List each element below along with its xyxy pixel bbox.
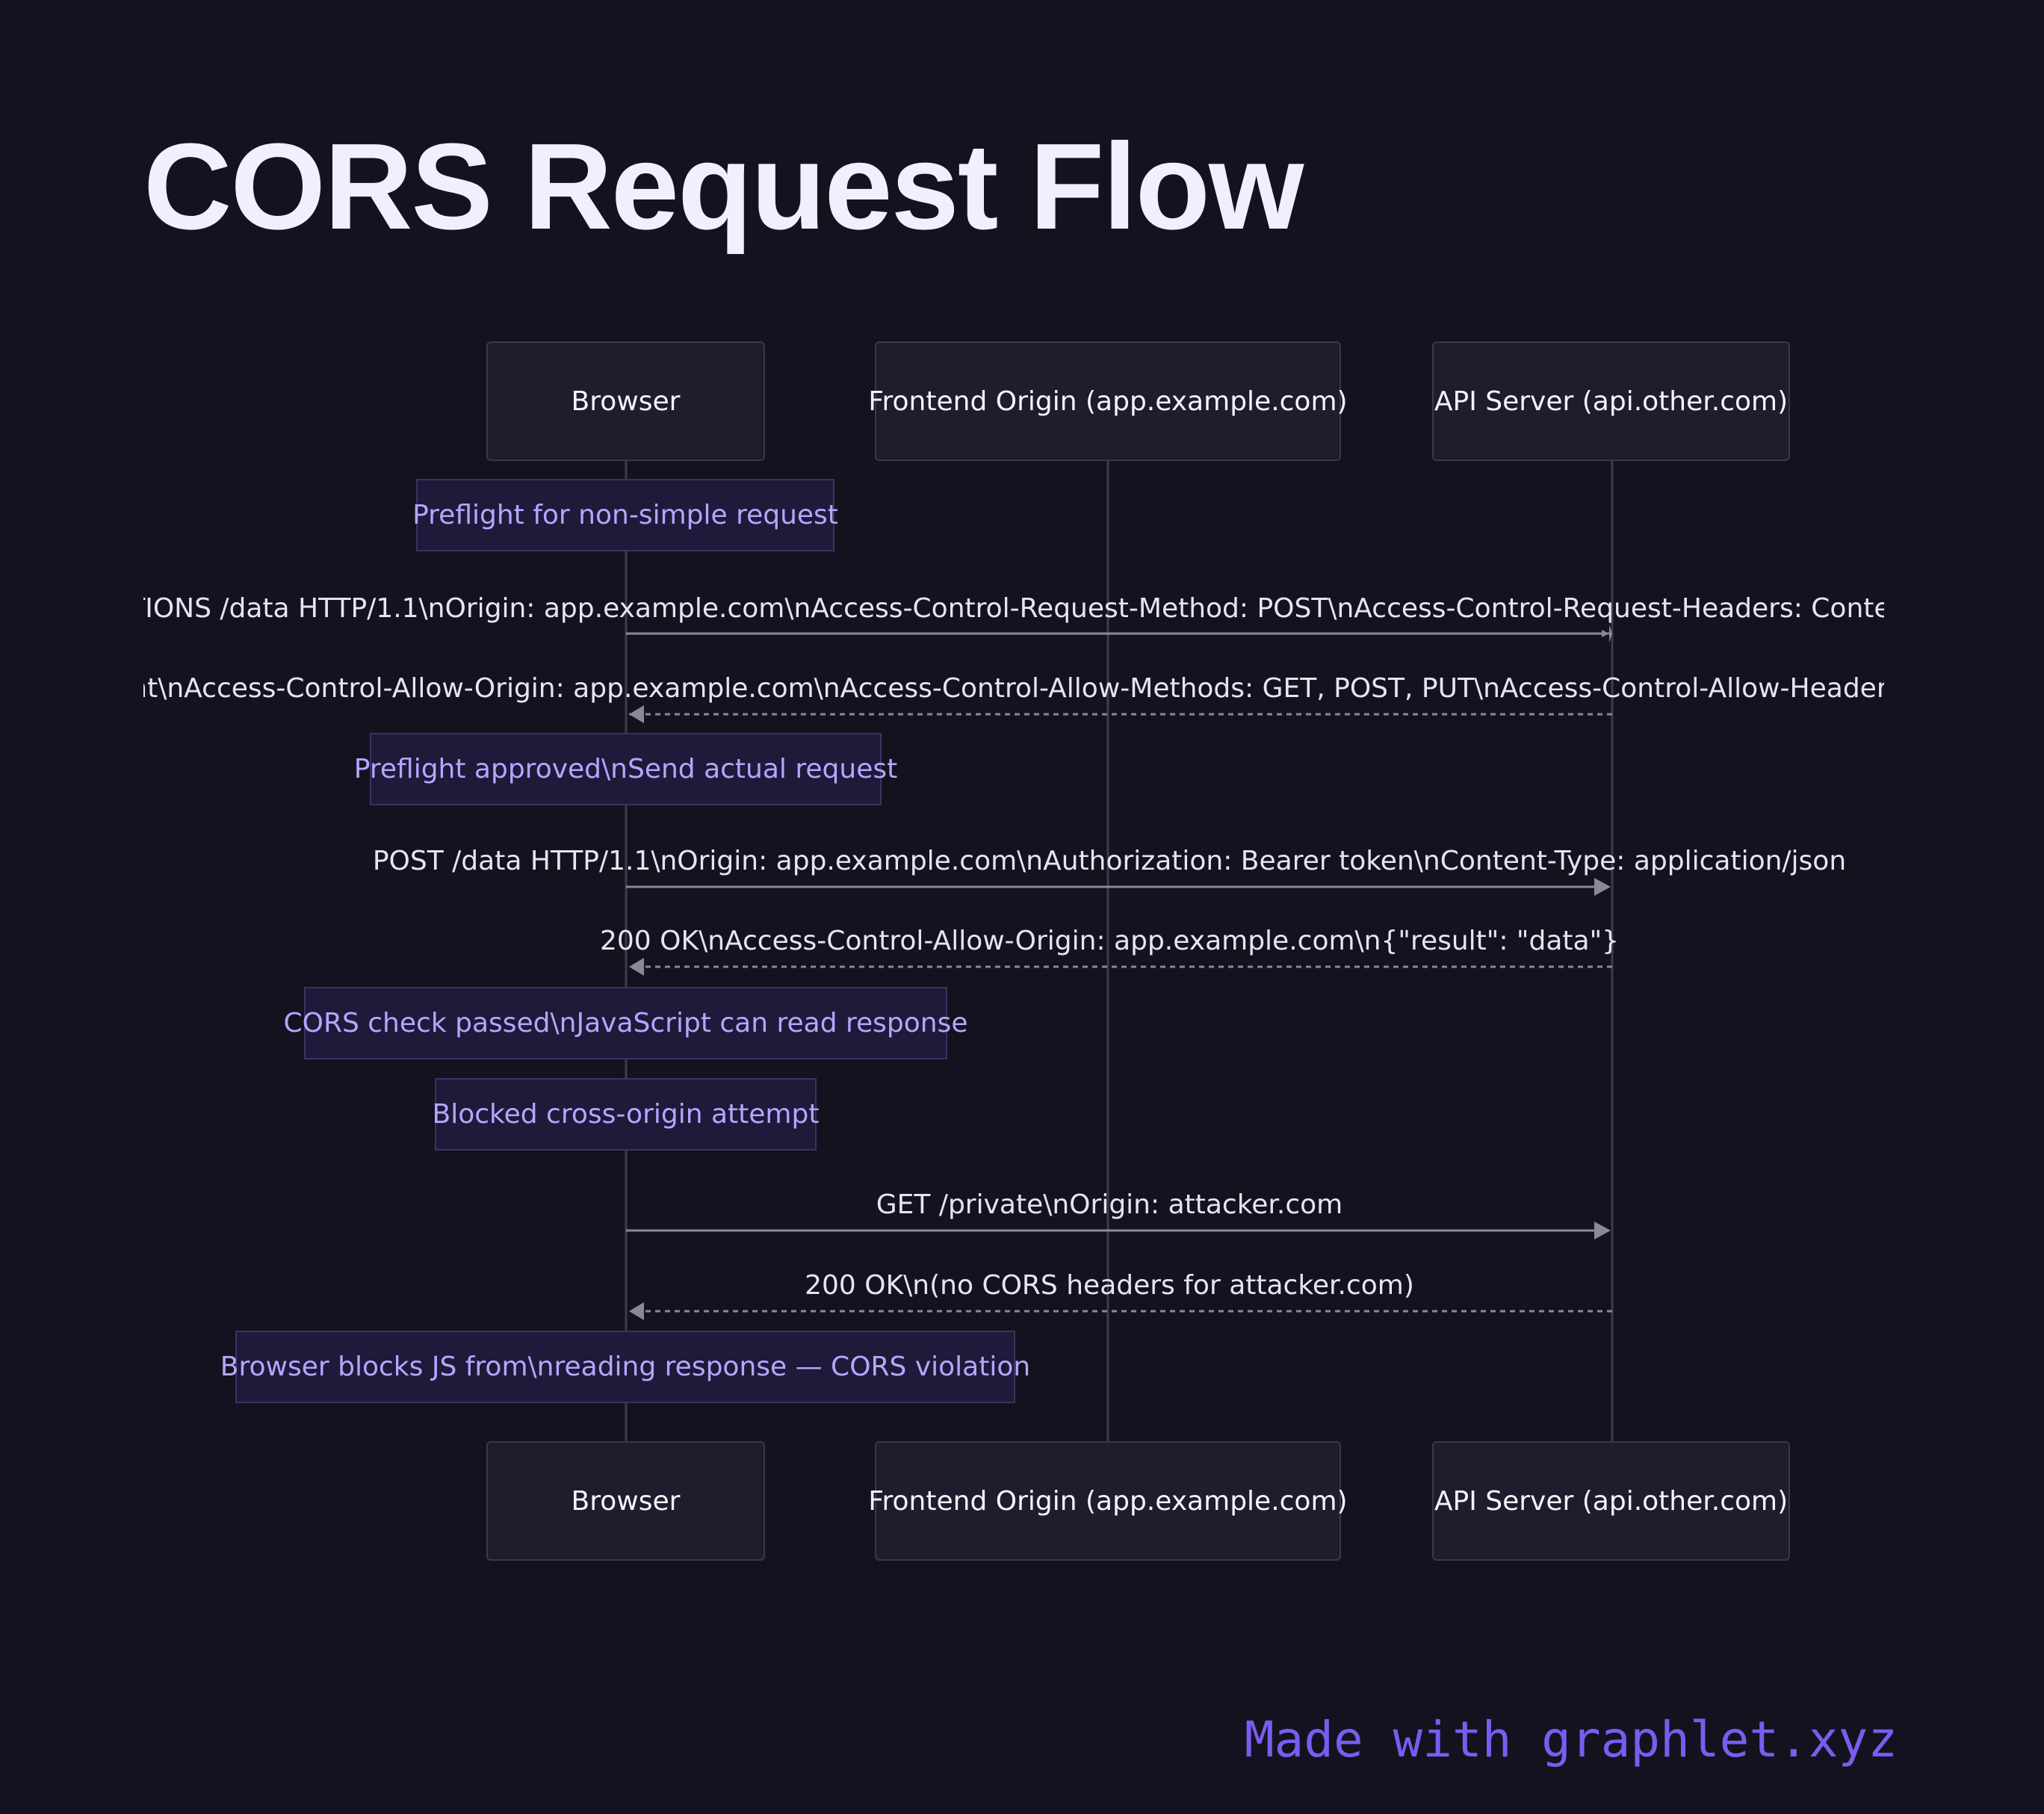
note-preflight-approved: Preflight approved\nSend actual request <box>354 733 897 805</box>
message-200-ok-wrap: 200 OK\nAccess-Control-Allow-Origin: app… <box>143 920 1884 965</box>
message-200-no-cors-wrap: 200 OK\n(no CORS headers for attacker.co… <box>143 1264 1884 1309</box>
message-label: 204 No Content\nAccess-Control-Allow-Ori… <box>143 673 1884 704</box>
actor-api-server-top: API Server (api.other.com) <box>1432 341 1790 461</box>
message-204-wrap: 204 No Content\nAccess-Control-Allow-Ori… <box>143 667 1884 712</box>
message-post-wrap: POST /data HTTP/1.1\nOrigin: app.example… <box>143 840 1884 885</box>
arrowhead-204 <box>629 705 644 723</box>
actor-frontend-origin-top: Frontend Origin (app.example.com) <box>868 341 1348 461</box>
message-label: GET /private\nOrigin: attacker.com <box>876 1189 1343 1220</box>
message-label: 200 OK\nAccess-Control-Allow-Origin: app… <box>599 926 1620 956</box>
message-get-private-wrap: GET /private\nOrigin: attacker.com <box>143 1183 1884 1228</box>
actor-frontend-origin-bottom: Frontend Origin (app.example.com) <box>868 1441 1348 1561</box>
arrowhead-get-private <box>1594 1222 1611 1239</box>
note-blocked-attempt: Blocked cross-origin attempt <box>433 1078 819 1151</box>
message-label: 200 OK\n(no CORS headers for attacker.co… <box>805 1270 1414 1301</box>
note-preflight: Preflight for non-simple request <box>412 479 838 551</box>
arrowhead-200-no-cors <box>629 1302 644 1320</box>
message-label: POST /data HTTP/1.1\nOrigin: app.example… <box>372 846 1847 876</box>
footer-credit: Made with graphlet.xyz <box>1244 1711 1898 1768</box>
actor-browser-bottom: Browser <box>486 1441 765 1561</box>
arrowhead-200-ok <box>629 958 644 976</box>
note-browser-blocks: Browser blocks JS from\nreading response… <box>220 1331 1030 1403</box>
arrowhead-post <box>1594 878 1611 896</box>
message-options-wrap: OPTIONS /data HTTP/1.1\nOrigin: app.exam… <box>143 587 1884 632</box>
page-title: CORS Request Flow <box>143 118 1304 255</box>
message-label: OPTIONS /data HTTP/1.1\nOrigin: app.exam… <box>143 593 1884 624</box>
actor-browser-top: Browser <box>486 341 765 461</box>
note-cors-check-passed: CORS check passed\nJavaScript can read r… <box>283 987 968 1059</box>
actor-api-server-bottom: API Server (api.other.com) <box>1432 1441 1790 1561</box>
arrowhead-options <box>1609 625 1612 643</box>
